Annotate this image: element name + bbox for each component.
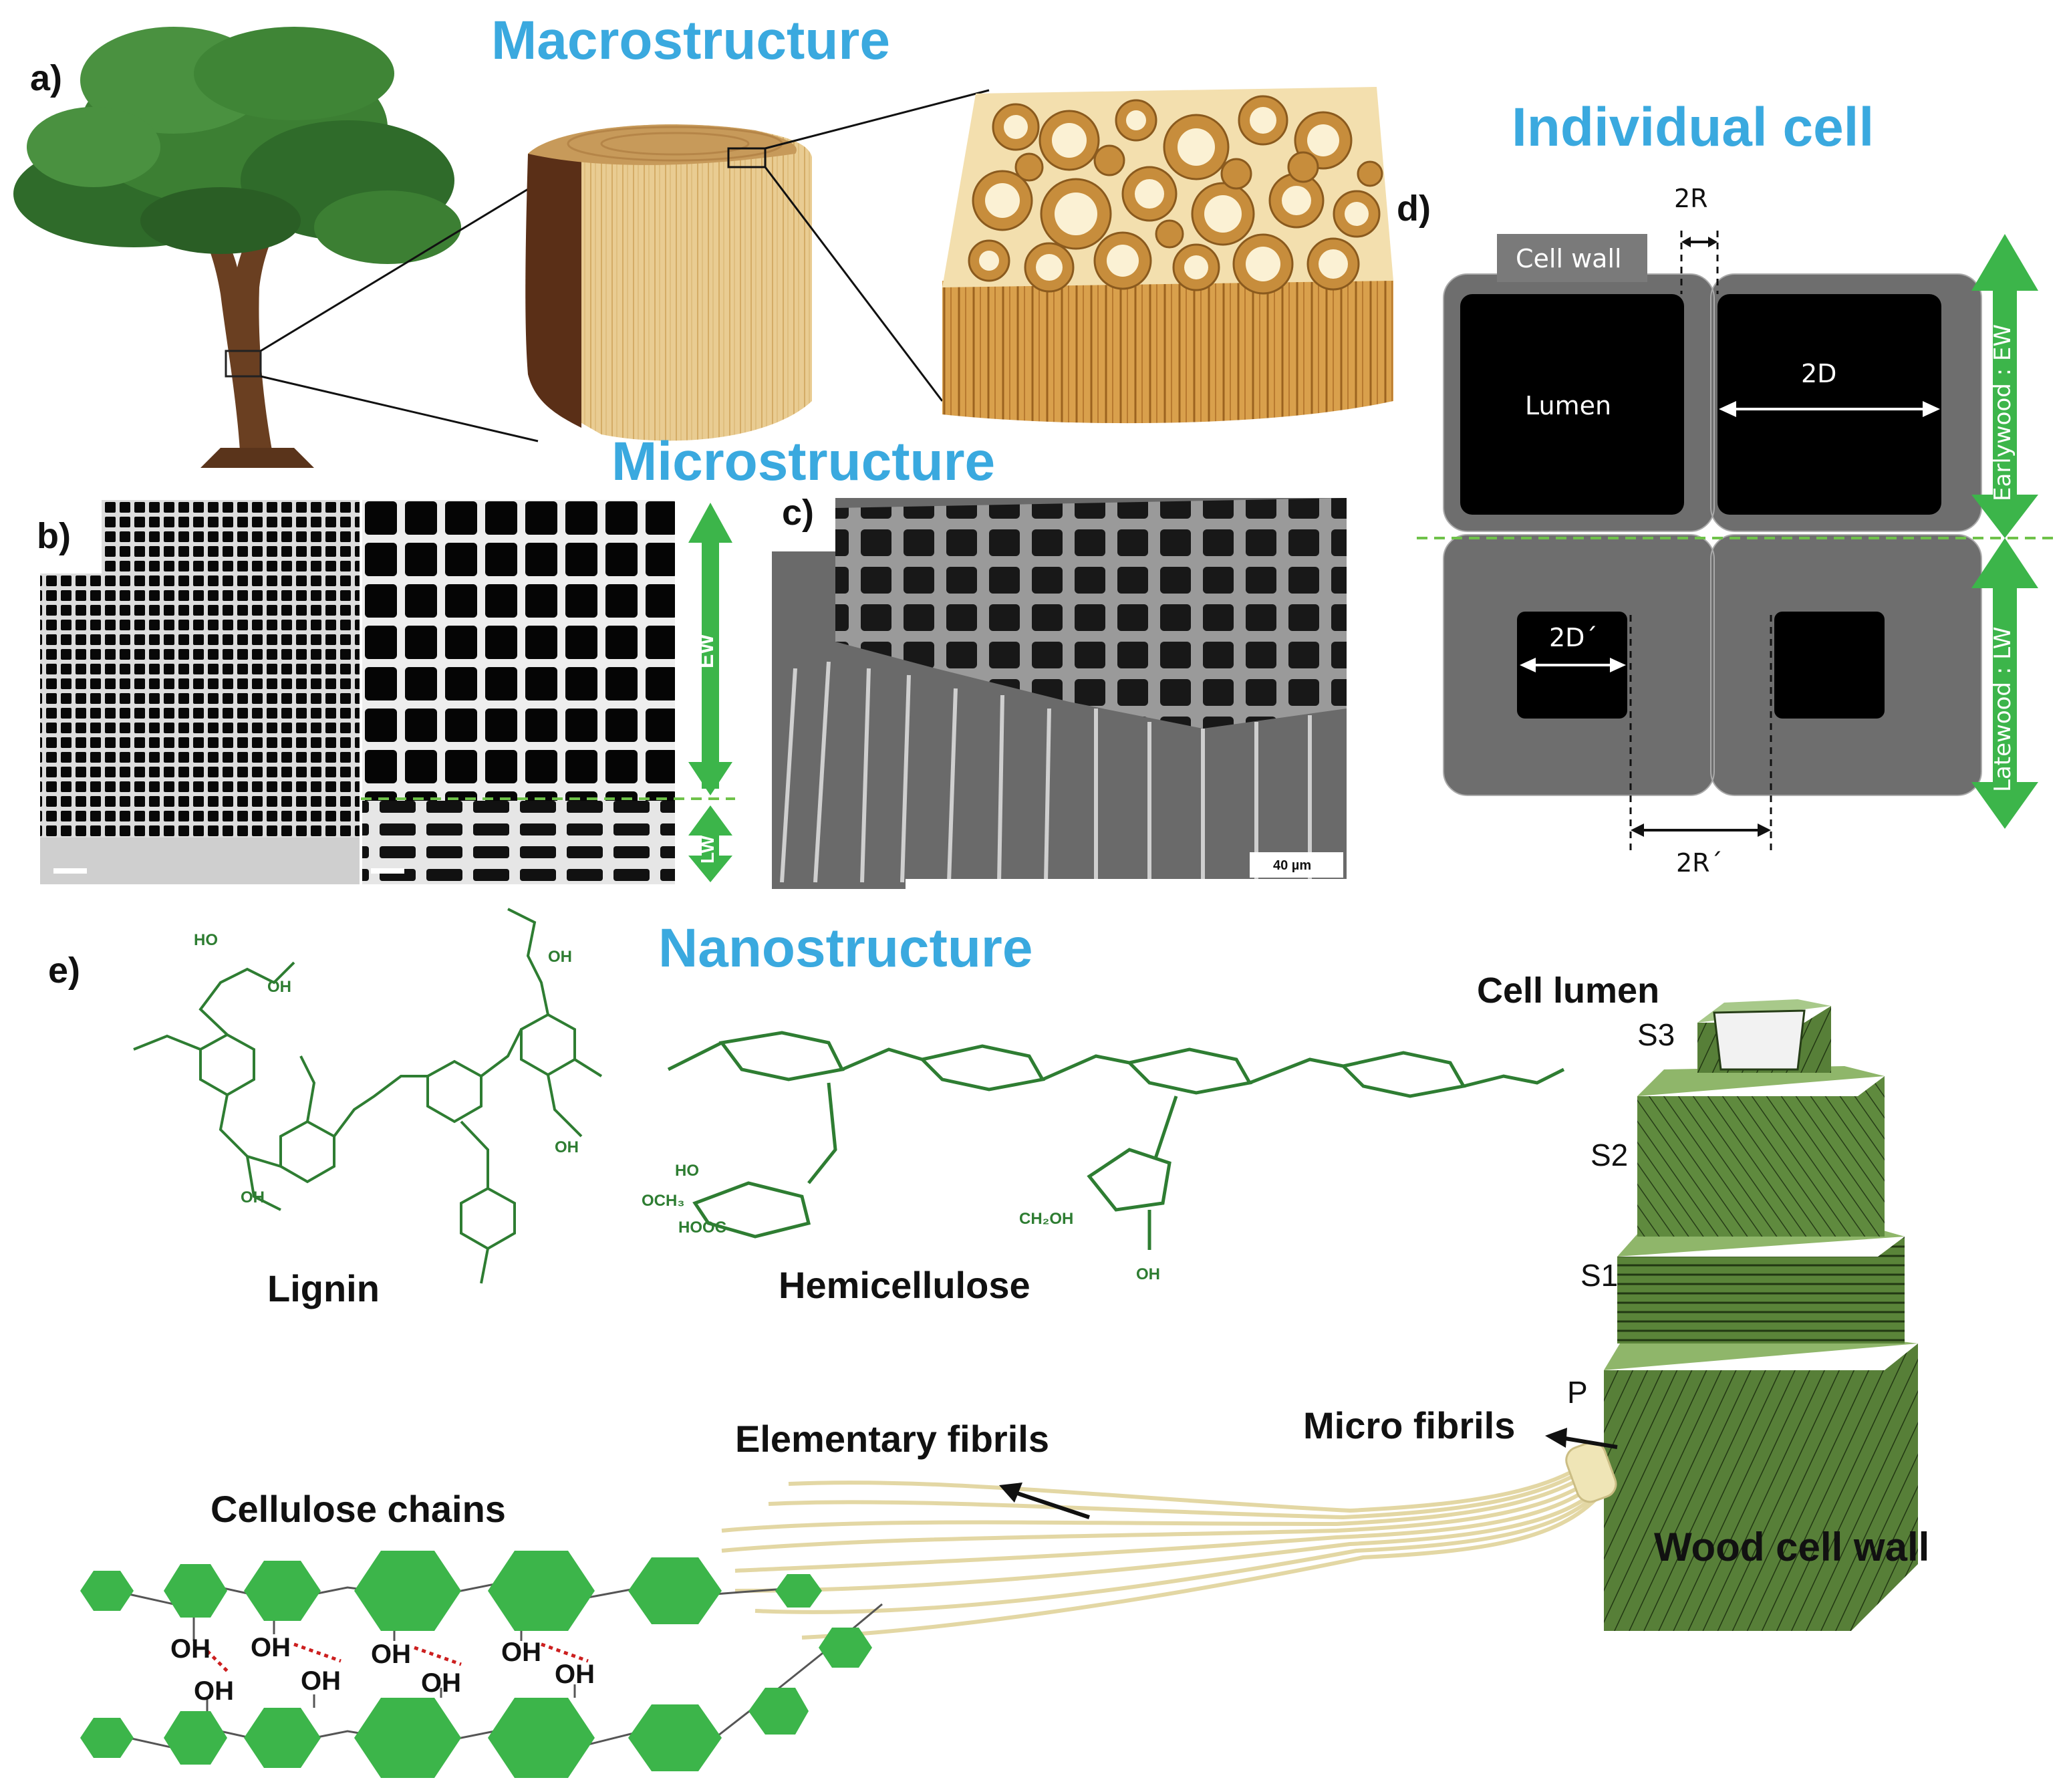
- lignin-oh-4: OH: [555, 1138, 579, 1156]
- sem-panel-b: [40, 500, 735, 884]
- dim-2r-label: 2R: [1674, 184, 1708, 213]
- panel-label-a: a): [30, 58, 63, 98]
- oh-label-5: OH: [371, 1640, 411, 1669]
- lumen-label: Lumen: [1525, 391, 1612, 420]
- hemicellulose-structure: [667, 1031, 1565, 1250]
- lignin-structure: [133, 908, 603, 1284]
- oh-label-1: OH: [170, 1634, 211, 1664]
- cell-diagram: [1417, 231, 2058, 852]
- cellulose-chains-label: Cellulose chains: [211, 1488, 506, 1530]
- title-microstructure: Microstructure: [611, 431, 996, 492]
- hydrogen-bonds: [206, 1642, 589, 1672]
- hemi-och3-label: OCH₃: [642, 1192, 685, 1210]
- panel-label-c: c): [782, 493, 815, 533]
- lignin-oh-1: HO: [194, 931, 218, 949]
- leader-arrows: [999, 1428, 1618, 1519]
- oh-label-8: OH: [555, 1660, 595, 1689]
- fibrils: [721, 1448, 1606, 1640]
- panel-label-e: e): [48, 950, 81, 991]
- dim-2d-prime-label: 2D´: [1549, 623, 1598, 652]
- ew-arrow-label: EW: [694, 634, 718, 668]
- elementary-fibrils-label: Elementary fibrils: [735, 1418, 1049, 1460]
- oh-label-3: OH: [251, 1633, 291, 1662]
- log-section-illustration: [525, 89, 990, 441]
- layer-s2-label: S2: [1591, 1138, 1629, 1172]
- layer-s3-label: S3: [1637, 1017, 1675, 1052]
- oh-label-4: OH: [301, 1666, 341, 1696]
- hemicellulose-label: Hemicellulose: [779, 1264, 1030, 1306]
- wood-cell-wall-label: Wood cell wall: [1654, 1525, 1930, 1569]
- layer-s1-label: S1: [1580, 1258, 1619, 1293]
- dim-2d-label: 2D: [1801, 359, 1837, 388]
- cell-wall-label: Cell wall: [1516, 244, 1622, 273]
- scale-bar-label: 40 µm: [1273, 858, 1312, 873]
- panel-label-b: b): [37, 516, 71, 556]
- lignin-oh-3: OH: [548, 948, 572, 966]
- oh-label-6: OH: [421, 1668, 461, 1698]
- oh-label-2: OH: [194, 1676, 234, 1706]
- dim-2r-prime-label: 2R´: [1676, 848, 1723, 878]
- earlywood-label: Earlywood : EW: [1989, 324, 2016, 501]
- title-individual-cell: Individual cell: [1512, 97, 1875, 158]
- microfibril-bundle: [1565, 1441, 1617, 1503]
- micro-fibrils-label: Micro fibrils: [1303, 1404, 1516, 1446]
- oh-label-7: OH: [501, 1638, 541, 1667]
- title-nanostructure: Nanostructure: [658, 918, 1033, 979]
- sem-panel-c: [772, 498, 1347, 899]
- tree-illustration: [13, 27, 539, 468]
- hemi-ch2oh-label: CH₂OH: [1019, 1210, 1074, 1228]
- hemi-ho-label: HO: [675, 1162, 699, 1180]
- layer-p-label: P: [1567, 1375, 1588, 1410]
- cell-wall-block: [1604, 999, 1918, 1631]
- title-macrostructure: Macrostructure: [491, 10, 890, 71]
- cell-lumen-label: Cell lumen: [1477, 971, 1660, 1011]
- lignin-label: Lignin: [267, 1267, 380, 1309]
- latewood-label: Latewood : LW: [1989, 626, 2016, 792]
- hemi-oh-label: OH: [1136, 1265, 1160, 1283]
- cellulose-chains: [80, 1551, 883, 1778]
- lw-arrow-label: LW: [697, 836, 718, 864]
- wood-block-illustration: [942, 87, 1393, 424]
- hemi-hooc-label: HOOC: [678, 1219, 726, 1237]
- panel-label-d: d): [1397, 188, 1431, 229]
- lignin-oh-5: OH: [241, 1188, 265, 1206]
- lignin-oh-2: OH: [267, 978, 291, 996]
